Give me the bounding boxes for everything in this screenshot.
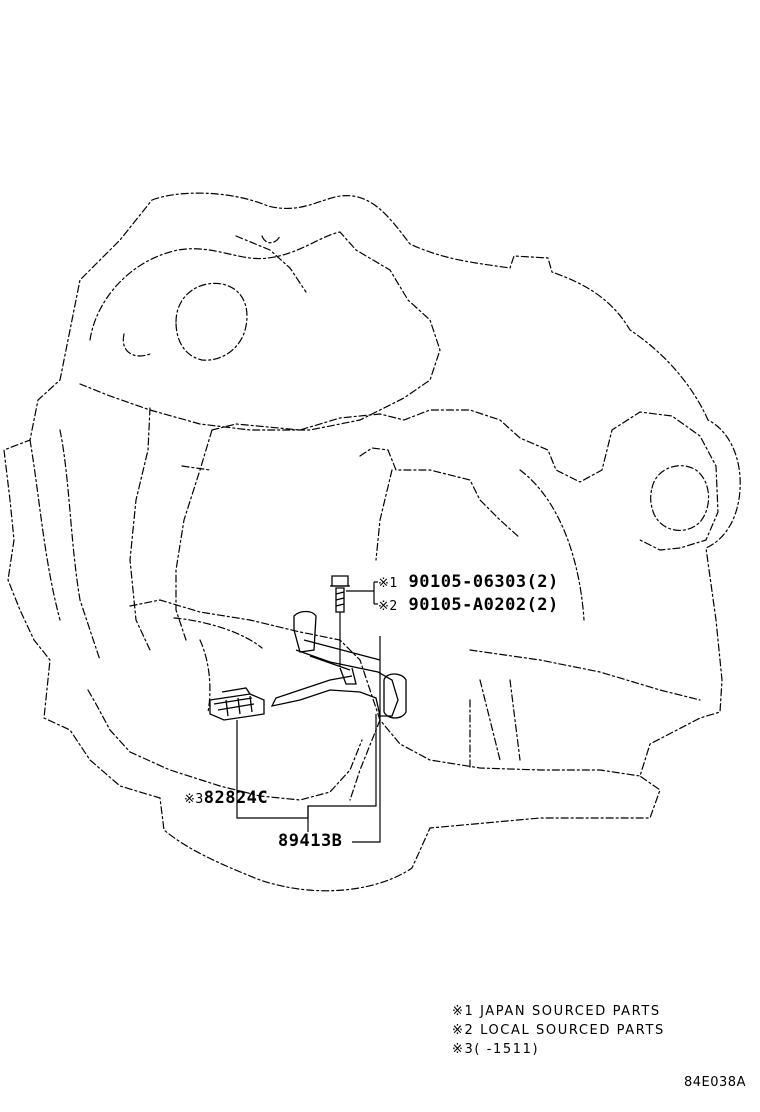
bolt-icon <box>330 575 350 613</box>
footnote-1: ※1 JAPAN SOURCED PARTS <box>452 1004 661 1019</box>
callout-connector[interactable]: ※382824C <box>184 788 268 808</box>
bell-housing-flange <box>122 235 307 357</box>
callout-marker: ※1 <box>378 576 398 591</box>
callout-marker: ※3 <box>184 792 204 807</box>
transmission-case-outline <box>211 409 719 551</box>
callout-bolt-japan[interactable]: ※1 90105-06303(2) <box>378 572 559 592</box>
leader-line-bolt <box>346 582 375 604</box>
figure-code: 84E038A <box>684 1075 746 1090</box>
footnotes: ※1 JAPAN SOURCED PARTS ※2 LOCAL SOURCED … <box>452 1002 665 1059</box>
lower-pan-outline <box>87 689 363 801</box>
connector-icon <box>209 687 265 721</box>
footnote-2: ※2 LOCAL SOURCED PARTS <box>452 1023 665 1038</box>
callout-switch[interactable]: 89413B <box>278 831 342 851</box>
transaxle-housing-outline <box>3 192 741 892</box>
bell-housing-outline <box>79 231 441 431</box>
callout-marker: ※2 <box>378 599 398 614</box>
valve-body-outline <box>129 599 641 777</box>
footnote-3: ※3( -1511) <box>452 1042 540 1057</box>
part-number: 89413B <box>278 831 343 851</box>
part-number: 82824C <box>203 788 269 808</box>
part-number: 90105-A0202(2) <box>408 595 559 615</box>
bell-housing-ring <box>175 282 248 361</box>
case-left-edge <box>129 407 213 651</box>
lower-case-detail <box>173 617 381 801</box>
callout-bolt-local[interactable]: ※2 90105-A0202(2) <box>378 595 559 615</box>
case-inner-rib <box>359 447 585 621</box>
part-number: 90105-06303(2) <box>408 572 559 592</box>
case-inner-curve <box>29 429 101 661</box>
case-right-lower <box>469 649 701 771</box>
neutral-start-switch-icon <box>270 610 407 719</box>
leader-line-switch <box>307 636 381 843</box>
output-shaft-ring <box>650 465 710 531</box>
